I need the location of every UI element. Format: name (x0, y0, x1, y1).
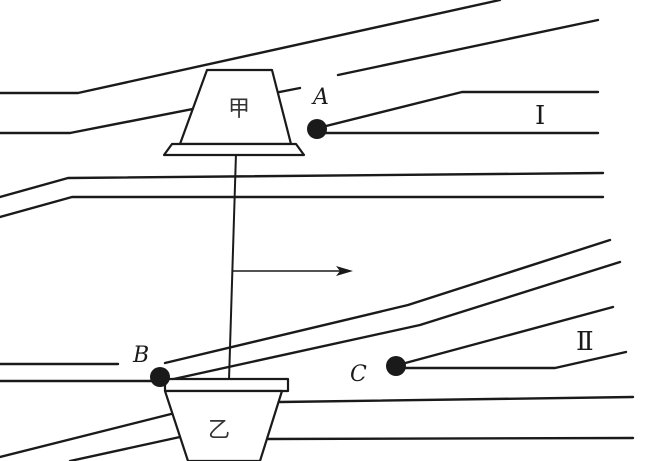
channel-2-label: Ⅱ (576, 327, 594, 356)
channel-2-lines (396, 305, 628, 370)
point-a-marker (307, 119, 327, 139)
lower-bank-lines (0, 238, 635, 461)
middle-bank-lines (0, 171, 605, 219)
upper-bank-inner-right (336, 18, 600, 77)
middle-bank-upper (0, 171, 605, 199)
bottom-right-line-lower (263, 436, 635, 441)
boat-jia: 甲 (162, 68, 306, 157)
point-b-marker (150, 367, 170, 387)
upper-bank-lines (0, 0, 600, 135)
point-b-label: B (132, 343, 149, 368)
boat-yi-label: 乙 (208, 418, 230, 443)
middle-bank-lower (0, 195, 605, 219)
channel-1-upper (316, 90, 600, 130)
boat-yi-hull (163, 389, 284, 461)
boat-yi-deck (163, 377, 290, 393)
point-c-label: C (350, 362, 367, 387)
channel-1-lines (316, 90, 600, 135)
boat-yi: 乙 (163, 377, 290, 461)
bottom-right-line-upper (278, 395, 635, 404)
boat-jia-label: 甲 (228, 97, 250, 122)
bottom-left-diagonal-1 (0, 411, 177, 459)
direction-arrow (232, 266, 353, 276)
lower-diagonal-upper (163, 238, 612, 365)
bottom-left-diagonal-2 (68, 435, 182, 461)
channel-2-upper (396, 305, 615, 367)
arrow-head (336, 266, 353, 276)
point-c-marker (386, 356, 406, 376)
channel-1-label: Ⅰ (535, 101, 545, 130)
lower-diagonal-lower (158, 260, 622, 384)
channel-2-lower (396, 350, 628, 370)
boat-jia-deck (162, 142, 306, 157)
connecting-rope (228, 152, 237, 381)
upper-bank-outer (0, 0, 502, 95)
point-a-label: A (311, 85, 329, 110)
